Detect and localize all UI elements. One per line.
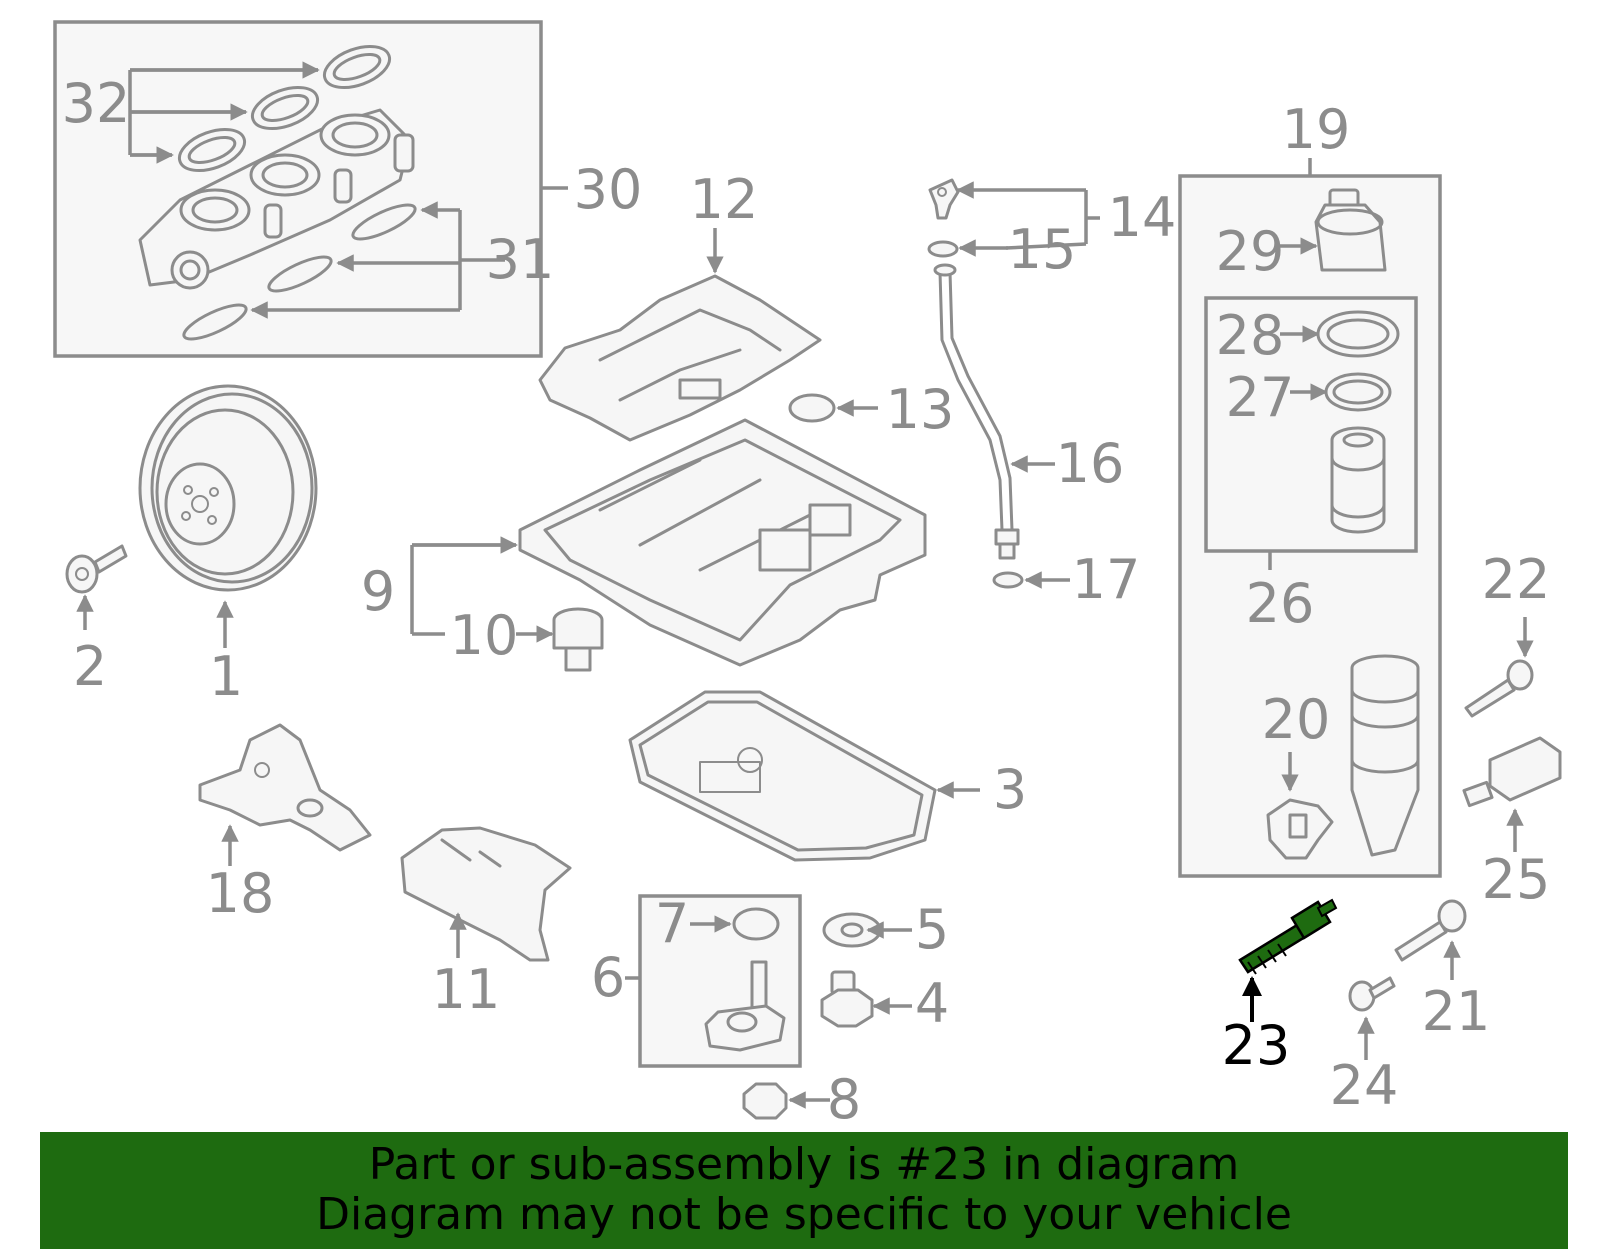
callout-3: 3: [993, 758, 1027, 821]
manifold-seals-31: [182, 203, 417, 341]
oil-pan-lower-3: [628, 690, 937, 862]
callout-27: 27: [1226, 366, 1295, 429]
callout-21: 21: [1422, 980, 1491, 1043]
callout-22: 22: [1482, 548, 1551, 611]
banner-disclaimer: Diagram may not be specific to your vehi…: [316, 1189, 1292, 1240]
callout-16: 16: [1056, 432, 1125, 495]
banner-part-note: Part or sub-assembly is #23 in diagram: [368, 1139, 1240, 1190]
dipstick-tube-16: [933, 263, 1020, 560]
filter-housing-box: [1178, 158, 1442, 878]
callout-14: 14: [1108, 186, 1177, 249]
filter-element-26: [1330, 426, 1386, 534]
dipstick-handle-14: [928, 178, 960, 220]
filter-housing-20: [1350, 654, 1420, 857]
housing-gasket-20: [1266, 798, 1334, 860]
callout-26: 26: [1246, 572, 1315, 635]
o-ring-13: [788, 393, 836, 423]
callout-11: 11: [432, 958, 501, 1021]
callout-12: 12: [690, 168, 759, 231]
seal-ring-27: [1324, 372, 1392, 412]
manifold-gaskets-32: [177, 44, 392, 173]
callout-32: 32: [62, 72, 131, 135]
oil-pan-upper-9: [518, 418, 927, 667]
callout-5: 5: [915, 898, 949, 961]
filter-cap-29: [1314, 188, 1387, 272]
highlighted-bolt-23: [1238, 898, 1338, 975]
callout-8: 8: [827, 1068, 861, 1131]
callout-4: 4: [915, 972, 949, 1035]
bolt-22: [1464, 659, 1534, 718]
callout-18: 18: [206, 862, 275, 925]
callout-7: 7: [655, 892, 689, 955]
manifold-group-box: [53, 20, 568, 358]
callout-28: 28: [1216, 304, 1285, 367]
callout-24: 24: [1330, 1054, 1399, 1117]
callout-2: 2: [73, 635, 107, 698]
callout-10: 10: [450, 604, 519, 667]
drain-plug-4: [820, 970, 874, 1028]
seal-ring-28: [1316, 310, 1400, 358]
bracket-18: [198, 723, 372, 852]
bolt-21: [1394, 899, 1467, 962]
intake-manifold-drawing: [138, 108, 415, 290]
callout-19: 19: [1282, 98, 1351, 161]
callout-29: 29: [1216, 220, 1285, 283]
o-ring-17: [992, 571, 1024, 589]
callout-1: 1: [209, 645, 243, 708]
o-ring-7: [732, 907, 780, 941]
callout-13: 13: [886, 378, 955, 441]
info-banner: Part or sub-assembly is #23 in diagram D…: [40, 1132, 1568, 1249]
bolt-24: [1348, 976, 1396, 1012]
oil-baffle-12: [538, 274, 822, 442]
callout-31: 31: [486, 228, 555, 291]
sensor-25: [1462, 736, 1562, 808]
callout-20: 20: [1262, 688, 1331, 751]
pulley-bolt-2: [65, 544, 128, 594]
crankshaft-pulley-1: [138, 384, 318, 592]
callout-25: 25: [1482, 848, 1551, 911]
cover-11: [400, 826, 572, 962]
callout-15: 15: [1008, 218, 1077, 281]
callout-6: 6: [591, 946, 625, 1009]
oil-level-sensor-box: [625, 894, 802, 1068]
o-ring-15: [927, 240, 959, 258]
plug-8: [742, 1082, 788, 1120]
oil-level-sensor-6: [704, 960, 786, 1052]
callout-17: 17: [1072, 548, 1141, 611]
callout-9: 9: [361, 560, 395, 623]
callout-30: 30: [574, 158, 643, 221]
callout-23-highlighted: 23: [1222, 1014, 1291, 1077]
drain-plug-10: [552, 607, 604, 672]
